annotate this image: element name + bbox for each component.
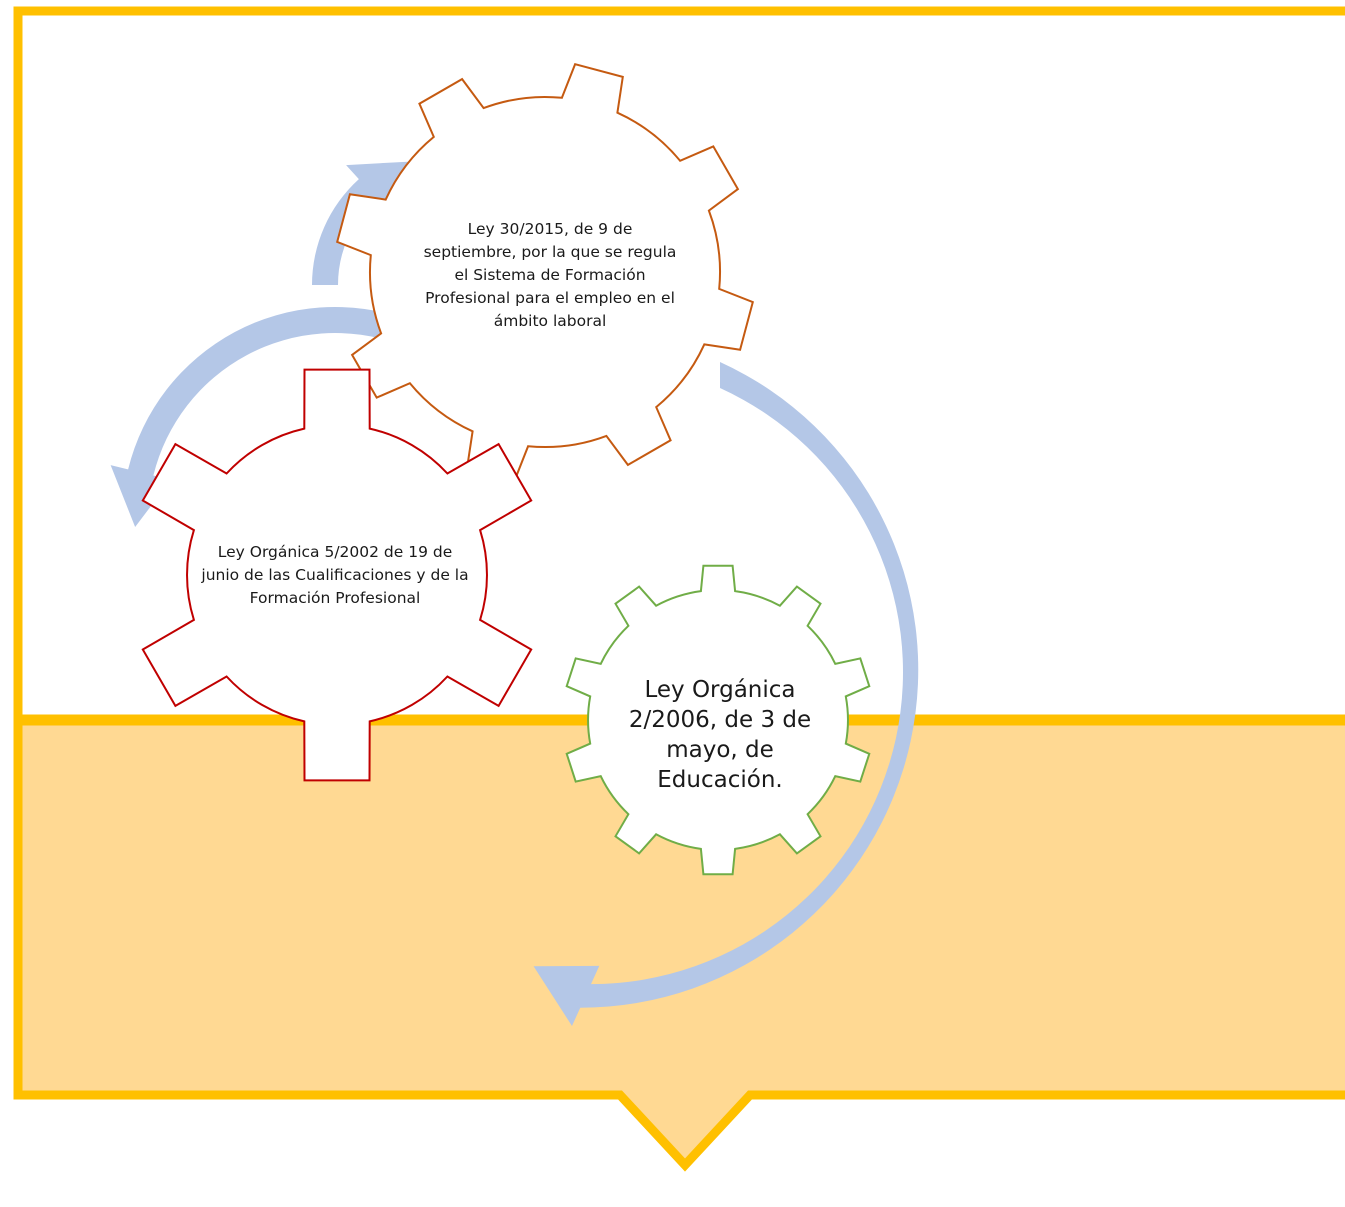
gear-red [141,368,533,782]
arrow-left-shape [110,307,408,527]
callout-box [13,716,1345,1172]
gear-green-label: Ley Orgánica 2/2006, de 3 de mayo, de Ed… [628,677,812,793]
gear-red-label: Ley Orgánica 5/2002 de 19 de junio de la… [201,542,469,607]
gear-green [565,564,871,876]
curved-arrow-left [110,307,408,527]
gear-orange [336,63,754,481]
gear-orange-label: Ley 30/2015, de 9 de septiembre, por la … [423,219,677,330]
